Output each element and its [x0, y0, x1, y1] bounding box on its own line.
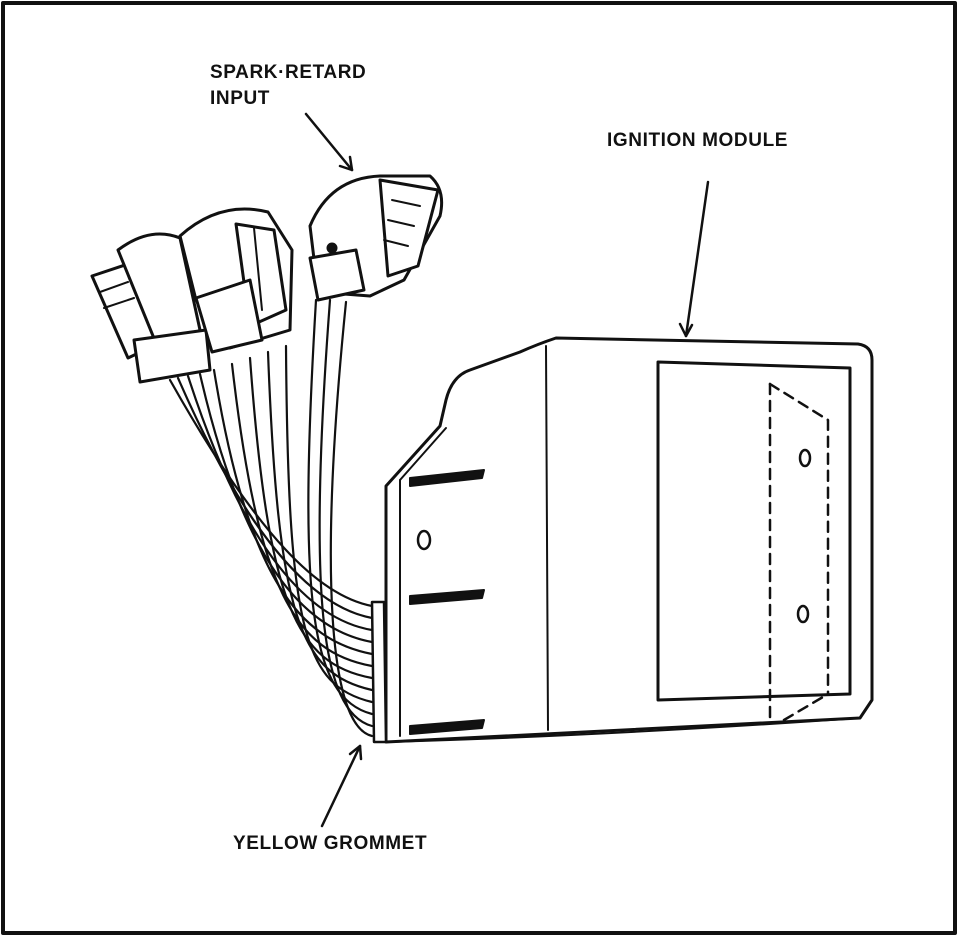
connector-middle: [178, 207, 294, 354]
connector-spark-retard: [308, 174, 444, 302]
mounting-plate-dashed: [768, 382, 830, 724]
wire-harness: [168, 298, 374, 738]
leader-spark-retard: [304, 112, 354, 172]
ignition-module-housing: [384, 336, 874, 744]
yellow-grommet-label: YELLOW GROMMET: [233, 833, 428, 854]
spark-retard-label-line2: INPUT: [210, 88, 270, 109]
mounting-hole: [796, 604, 810, 624]
spark-retard-label-line1: SPARK·RETARD: [210, 62, 367, 83]
leader-yellow-grommet: [320, 744, 363, 828]
ignition-module-label: IGNITION MODULE: [607, 130, 789, 151]
connector-left: [90, 232, 212, 384]
yellow-grommet: [370, 600, 388, 744]
mounting-hole: [798, 448, 812, 468]
leader-ignition-module: [678, 180, 710, 338]
